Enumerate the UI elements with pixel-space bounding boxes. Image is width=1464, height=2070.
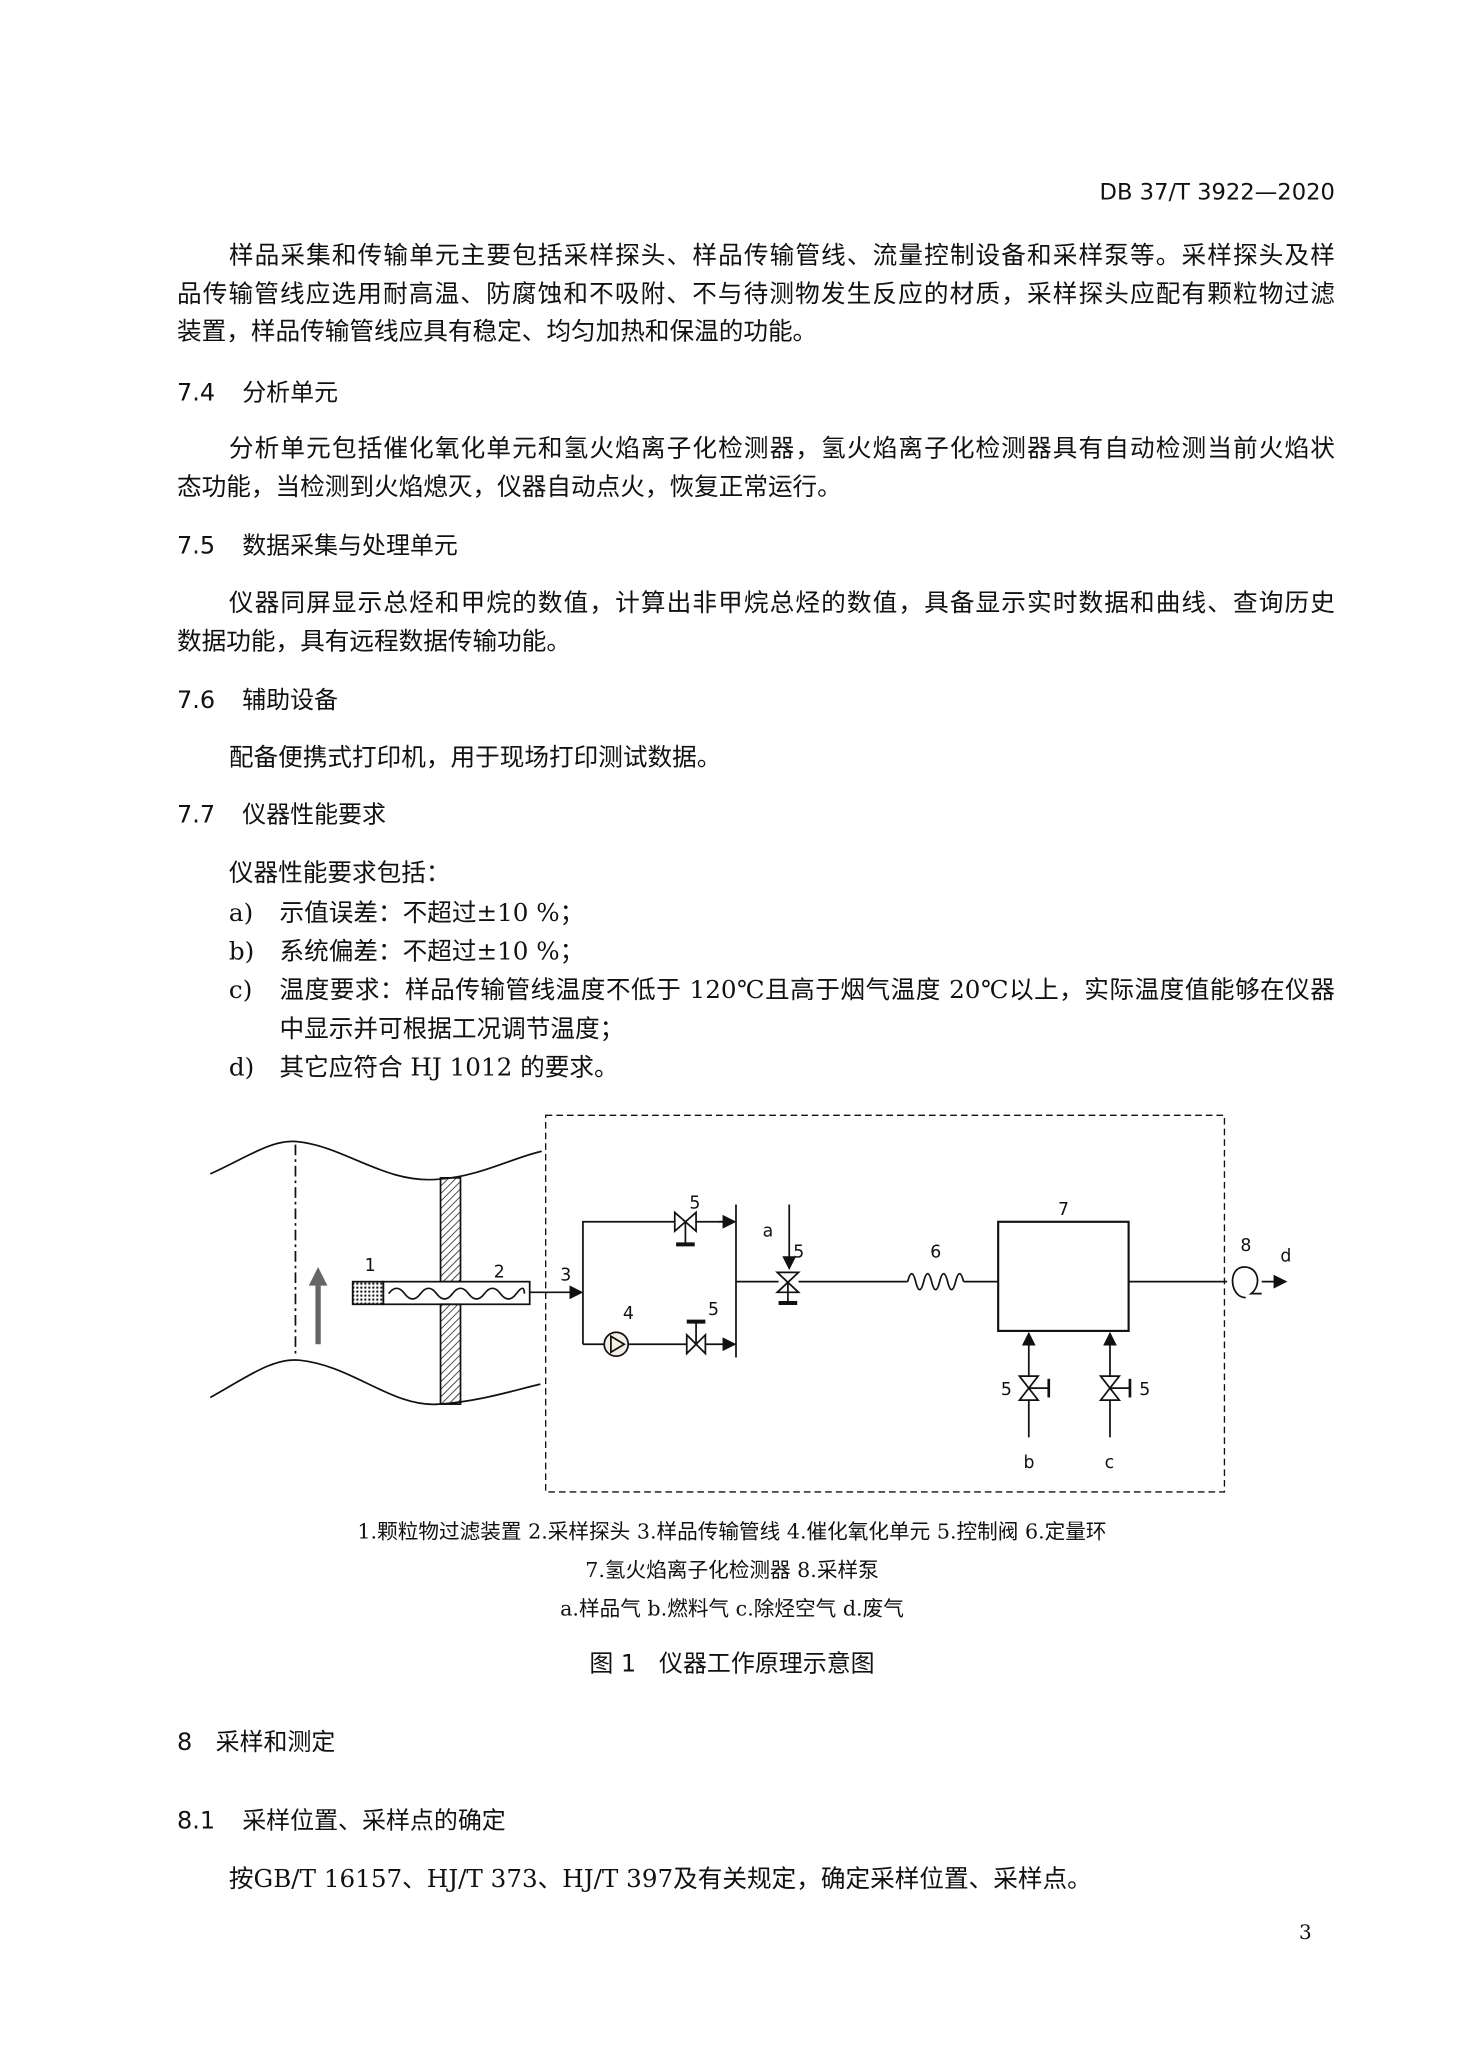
intro-line: 品传输管线应选用耐高温、防腐蚀和不吸附、不与待测物发生反应的材质，采样探头应配有… [177,280,1335,309]
instrument-boundary [545,1114,1226,1493]
sampling-probe [382,1280,531,1306]
sampling-port-wall [439,1176,462,1283]
section-8-1-title: 采样位置、采样点的确定 [242,1807,506,1836]
section-7-7-title: 仪器性能要求 [242,801,386,830]
label-5: 5 [708,1300,719,1320]
list-item: 温度要求：样品传输管线温度不低于 120℃且高于烟气温度 20℃以上，实际温度值… [279,976,1335,1005]
sampling-pump-8-icon [1231,1266,1262,1299]
list-mark: d) [228,1054,255,1083]
label-5: 5 [689,1193,700,1213]
fid-detector [997,1220,1130,1332]
label-1: 1 [365,1256,376,1276]
particle-filter [351,1280,385,1306]
para-line: 仪器同屏显示总烃和甲烷的数值，计算出非甲烷总烃的数值，具备显示实时数据和曲线、查… [228,589,1335,618]
valve-icon [1098,1375,1122,1401]
list-mark: c) [228,976,253,1005]
section-7-5-title: 数据采集与处理单元 [242,532,458,561]
section-8-title: 采样和测定 [215,1728,336,1757]
list-item: 示值误差：不超过±10 %； [279,899,585,928]
section-7-5-number: 7.5 [177,532,216,561]
flue-lower-wall [209,1359,541,1406]
section-7-6-title: 辅助设备 [242,686,339,715]
list-mark: b) [228,938,255,967]
section-7-4-title: 分析单元 [242,379,339,408]
label-7: 7 [1058,1200,1069,1220]
list-item: 系统偏差：不超过±10 %； [279,938,585,967]
list-mark: a) [228,899,254,928]
figure-legend-line: a.样品气 b.燃料气 c.除烃空气 d.废气 [560,1597,904,1622]
section-8-1-number: 8.1 [177,1807,216,1836]
figure-title: 图 1 仪器工作原理示意图 [589,1650,875,1679]
label-a: a [763,1221,774,1241]
label-6: 6 [930,1243,941,1263]
para-line: 数据功能，具有远程数据传输功能。 [177,628,571,657]
list-item-continuation: 中显示并可根据工况调节温度； [279,1015,625,1044]
section-7-6-number: 7.6 [177,686,216,715]
label-3: 3 [560,1265,571,1285]
label-d: d [1280,1247,1291,1267]
para-line: 配备便携式打印机，用于现场打印测试数据。 [228,743,722,772]
intro-line: 样品采集和传输单元主要包括采样探头、样品传输管线、流量控制设备和采样泵等。采样探… [228,242,1335,271]
page-number: 3 [1298,1920,1312,1945]
quantitative-loop [906,1272,965,1291]
label-5: 5 [1001,1380,1012,1400]
section-7-4-number: 7.4 [177,379,216,408]
label-5: 5 [793,1243,804,1263]
sampling-port-wall [439,1303,462,1405]
para-line: 按GB/T 16157、HJ/T 373、HJ/T 397及有关规定，确定采样位… [228,1865,1092,1894]
intro-line: 装置，样品传输管线应具有稳定、均匀加热和保温的功能。 [177,318,818,347]
label-8: 8 [1240,1236,1251,1256]
figure-legend-line: 1.颗粒物过滤装置 2.采样探头 3.样品传输管线 4.催化氧化单元 5.控制阀… [357,1519,1107,1544]
label-4: 4 [623,1304,634,1324]
figure-legend-line: 7.氢火焰离子化检测器 8.采样泵 [585,1558,879,1583]
flue-upper-wall [209,1140,542,1181]
section-8-number: 8 [177,1728,193,1757]
section-7-7-number: 7.7 [177,801,216,830]
label-c: c [1105,1453,1115,1473]
label-2: 2 [494,1263,505,1283]
para-line: 分析单元包括催化氧化单元和氢火焰离子化检测器，氢火焰离子化检测器具有自动检测当前… [228,435,1335,464]
document-code: DB 37/T 3922—2020 [1099,179,1335,207]
label-5: 5 [1139,1380,1150,1400]
para-line: 态功能，当检测到火焰熄灭，仪器自动点火，恢复正常运行。 [177,473,842,502]
label-b: b [1023,1453,1034,1473]
list-intro: 仪器性能要求包括： [228,859,451,888]
bypass-branch [582,1220,735,1345]
list-item: 其它应符合 HJ 1012 的要求。 [279,1054,619,1083]
